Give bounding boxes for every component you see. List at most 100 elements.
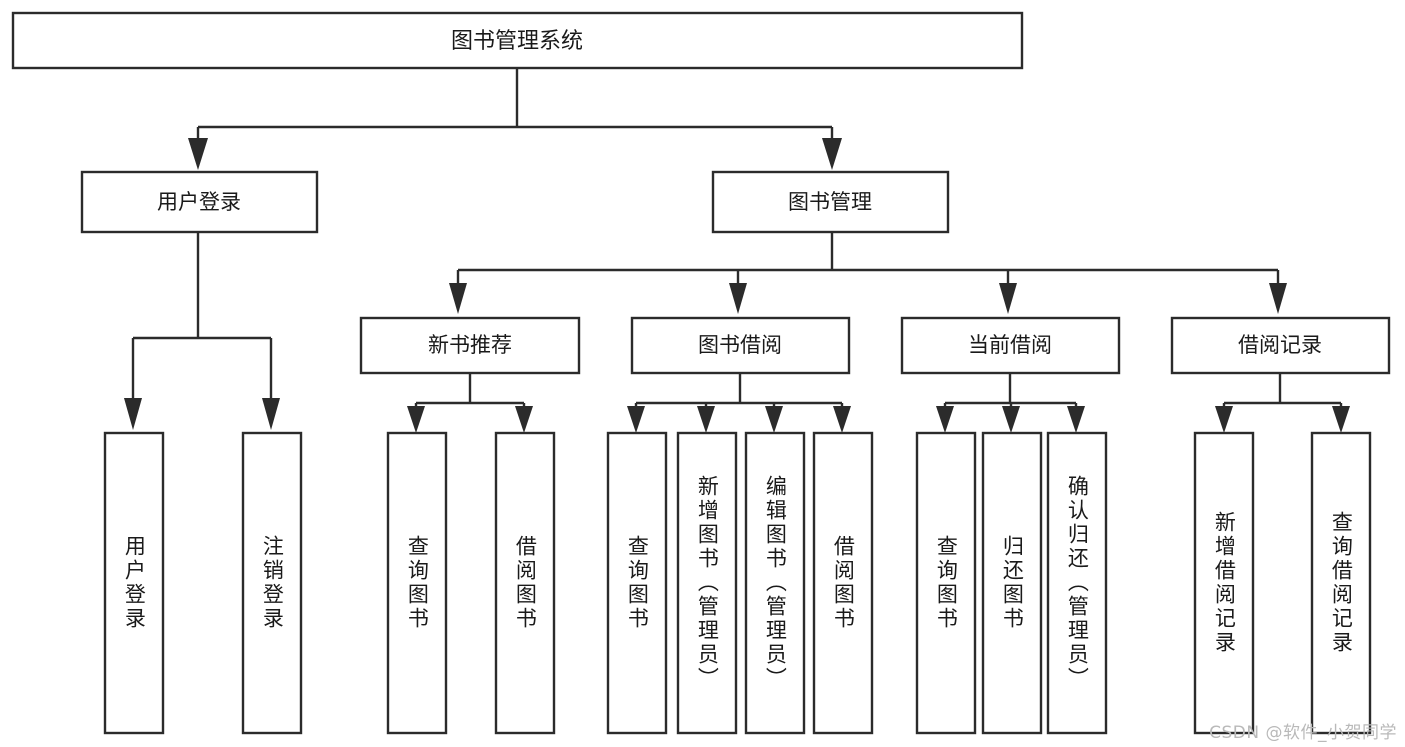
leaf-bookborrow-query-labelwrap: 查询图书	[625, 535, 650, 631]
leaf-currentborrow-confirm-label: 确认归还（管理员）	[1065, 475, 1090, 691]
arrowhead-leaf-bookborrow-4	[833, 406, 851, 433]
connector-group-root	[188, 68, 842, 170]
leaf-bookborrow-borrow-label: 借阅图书	[831, 535, 856, 631]
node-book-management-box[interactable]	[711, 170, 950, 234]
leaf-user-login-login-label: 用户登录	[122, 535, 147, 631]
leaf-user-login-logout-box[interactable]	[241, 431, 303, 735]
arrowhead-leaf-currentborrow-1	[936, 406, 954, 433]
leaf-currentborrow-confirm-labelwrap: 确认归还（管理员）	[1065, 475, 1090, 691]
connector-group-book-mgmt	[449, 232, 1287, 314]
connector-group-current-borrow	[936, 373, 1085, 433]
node-root-system-box[interactable]	[11, 11, 1024, 70]
leaf-bookborrow-add-labelwrap: 新增图书（管理员）	[695, 475, 720, 691]
leaf-currentborrow-return-label: 归还图书	[1000, 535, 1025, 631]
node-new-book-recommend-label: 新书推荐	[428, 333, 512, 357]
connector-group-borrow-record	[1215, 373, 1350, 433]
leaf-currentborrow-return-labelwrap: 归还图书	[1000, 535, 1025, 631]
node-new-book-recommend-box[interactable]	[359, 316, 581, 375]
leaf-node[interactable]: 用户登录	[103, 431, 165, 735]
leaf-node[interactable]: 新增图书（管理员）	[676, 431, 738, 735]
connector-group-user-login	[124, 232, 280, 430]
arrowhead-borrow-record	[1269, 283, 1287, 314]
leaf-currentborrow-query-box[interactable]	[915, 431, 977, 735]
leaf-node[interactable]: 编辑图书（管理员）	[744, 431, 806, 735]
node-book-management-label: 图书管理	[788, 190, 872, 214]
leaf-borrowrecord-add-label: 新增借阅记录	[1212, 511, 1237, 655]
leaf-bookborrow-edit-box[interactable]	[744, 431, 806, 735]
leaf-bookborrow-borrow-labelwrap: 借阅图书	[831, 535, 856, 631]
arrowhead-leaf-currentborrow-3	[1067, 406, 1085, 433]
arrowhead-leaf-bookborrow-2	[697, 406, 715, 433]
leaf-user-login-login-box[interactable]	[103, 431, 165, 735]
node-user-login-label: 用户登录	[157, 190, 241, 214]
arrowhead-new-book-recommend	[449, 283, 467, 314]
leaf-borrowrecord-query-label: 查询借阅记录	[1329, 511, 1354, 655]
leaf-newbook-borrow-box[interactable]	[494, 431, 556, 735]
arrowhead-book-mgmt	[822, 138, 842, 170]
arrowhead-leaf-currentborrow-2	[1002, 406, 1020, 433]
leaf-borrowrecord-query-box[interactable]	[1310, 431, 1372, 735]
connector-group-book-borrow	[627, 373, 851, 433]
leaf-node[interactable]: 确认归还（管理员）	[1046, 431, 1108, 735]
arrowhead-leaf-newbook-1	[407, 406, 425, 433]
leaf-node[interactable]: 借阅图书	[494, 431, 556, 735]
leaf-newbook-borrow-label: 借阅图书	[513, 535, 538, 631]
arrowhead-leaf-user-login-2	[262, 398, 280, 430]
leaf-node[interactable]: 新增借阅记录	[1193, 431, 1255, 735]
node-new-book-recommend[interactable]: 新书推荐	[359, 316, 581, 375]
arrowhead-leaf-user-login-1	[124, 398, 142, 430]
leaf-newbook-borrow-labelwrap: 借阅图书	[513, 535, 538, 631]
node-current-borrow[interactable]: 当前借阅	[900, 316, 1121, 375]
leaf-currentborrow-confirm-box[interactable]	[1046, 431, 1108, 735]
arrowhead-leaf-borrowrecord-1	[1215, 406, 1233, 433]
arrowhead-leaf-bookborrow-3	[765, 406, 783, 433]
arrowhead-leaf-newbook-2	[515, 406, 533, 433]
node-book-borrow-box[interactable]	[630, 316, 851, 375]
arrowhead-current-borrow	[999, 283, 1017, 314]
leaf-bookborrow-add-label: 新增图书（管理员）	[695, 475, 720, 691]
node-book-borrow[interactable]: 图书借阅	[630, 316, 851, 375]
node-borrow-record-label: 借阅记录	[1238, 333, 1322, 357]
leaf-user-login-logout-labelwrap: 注销登录	[260, 535, 285, 631]
leaf-currentborrow-return-box[interactable]	[981, 431, 1043, 735]
arrowhead-user-login	[188, 138, 208, 170]
leaf-user-login-login-labelwrap: 用户登录	[122, 535, 147, 631]
node-root-system[interactable]: 图书管理系统	[11, 11, 1024, 70]
leaf-borrowrecord-add-labelwrap: 新增借阅记录	[1212, 511, 1237, 655]
leaf-borrowrecord-add-box[interactable]	[1193, 431, 1255, 735]
leaf-currentborrow-query-label: 查询图书	[934, 535, 959, 631]
leaf-node[interactable]: 借阅图书	[812, 431, 874, 735]
node-borrow-record[interactable]: 借阅记录	[1170, 316, 1391, 375]
connector-group-new-book-recommend	[407, 373, 533, 433]
leaf-newbook-query-box[interactable]	[386, 431, 448, 735]
leaf-newbook-query-label: 查询图书	[405, 535, 430, 631]
leaf-borrowrecord-query-labelwrap: 查询借阅记录	[1329, 511, 1354, 655]
node-current-borrow-box[interactable]	[900, 316, 1121, 375]
leaf-node[interactable]: 注销登录	[241, 431, 303, 735]
leaf-node[interactable]: 查询借阅记录	[1310, 431, 1372, 735]
node-borrow-record-box[interactable]	[1170, 316, 1391, 375]
leaf-currentborrow-query-labelwrap: 查询图书	[934, 535, 959, 631]
arrowhead-book-borrow	[729, 283, 747, 314]
leaf-bookborrow-borrow-box[interactable]	[812, 431, 874, 735]
leaf-node[interactable]: 查询图书	[915, 431, 977, 735]
node-book-management[interactable]: 图书管理	[711, 170, 950, 234]
leaf-bookborrow-add-box[interactable]	[676, 431, 738, 735]
leaf-node[interactable]: 归还图书	[981, 431, 1043, 735]
node-user-login[interactable]: 用户登录	[80, 170, 319, 234]
node-book-borrow-label: 图书借阅	[698, 333, 782, 357]
leaf-bookborrow-edit-label: 编辑图书（管理员）	[763, 475, 788, 691]
leaf-node[interactable]: 查询图书	[386, 431, 448, 735]
leaf-bookborrow-edit-labelwrap: 编辑图书（管理员）	[763, 475, 788, 691]
node-root-system-label: 图书管理系统	[451, 29, 583, 54]
node-current-borrow-label: 当前借阅	[968, 333, 1052, 357]
leaf-bookborrow-query-box[interactable]	[606, 431, 668, 735]
leaf-node[interactable]: 查询图书	[606, 431, 668, 735]
leaf-user-login-logout-label: 注销登录	[260, 535, 285, 631]
leaf-bookborrow-query-label: 查询图书	[625, 535, 650, 631]
arrowhead-leaf-borrowrecord-2	[1332, 406, 1350, 433]
node-user-login-box[interactable]	[80, 170, 319, 234]
leaf-newbook-query-labelwrap: 查询图书	[405, 535, 430, 631]
